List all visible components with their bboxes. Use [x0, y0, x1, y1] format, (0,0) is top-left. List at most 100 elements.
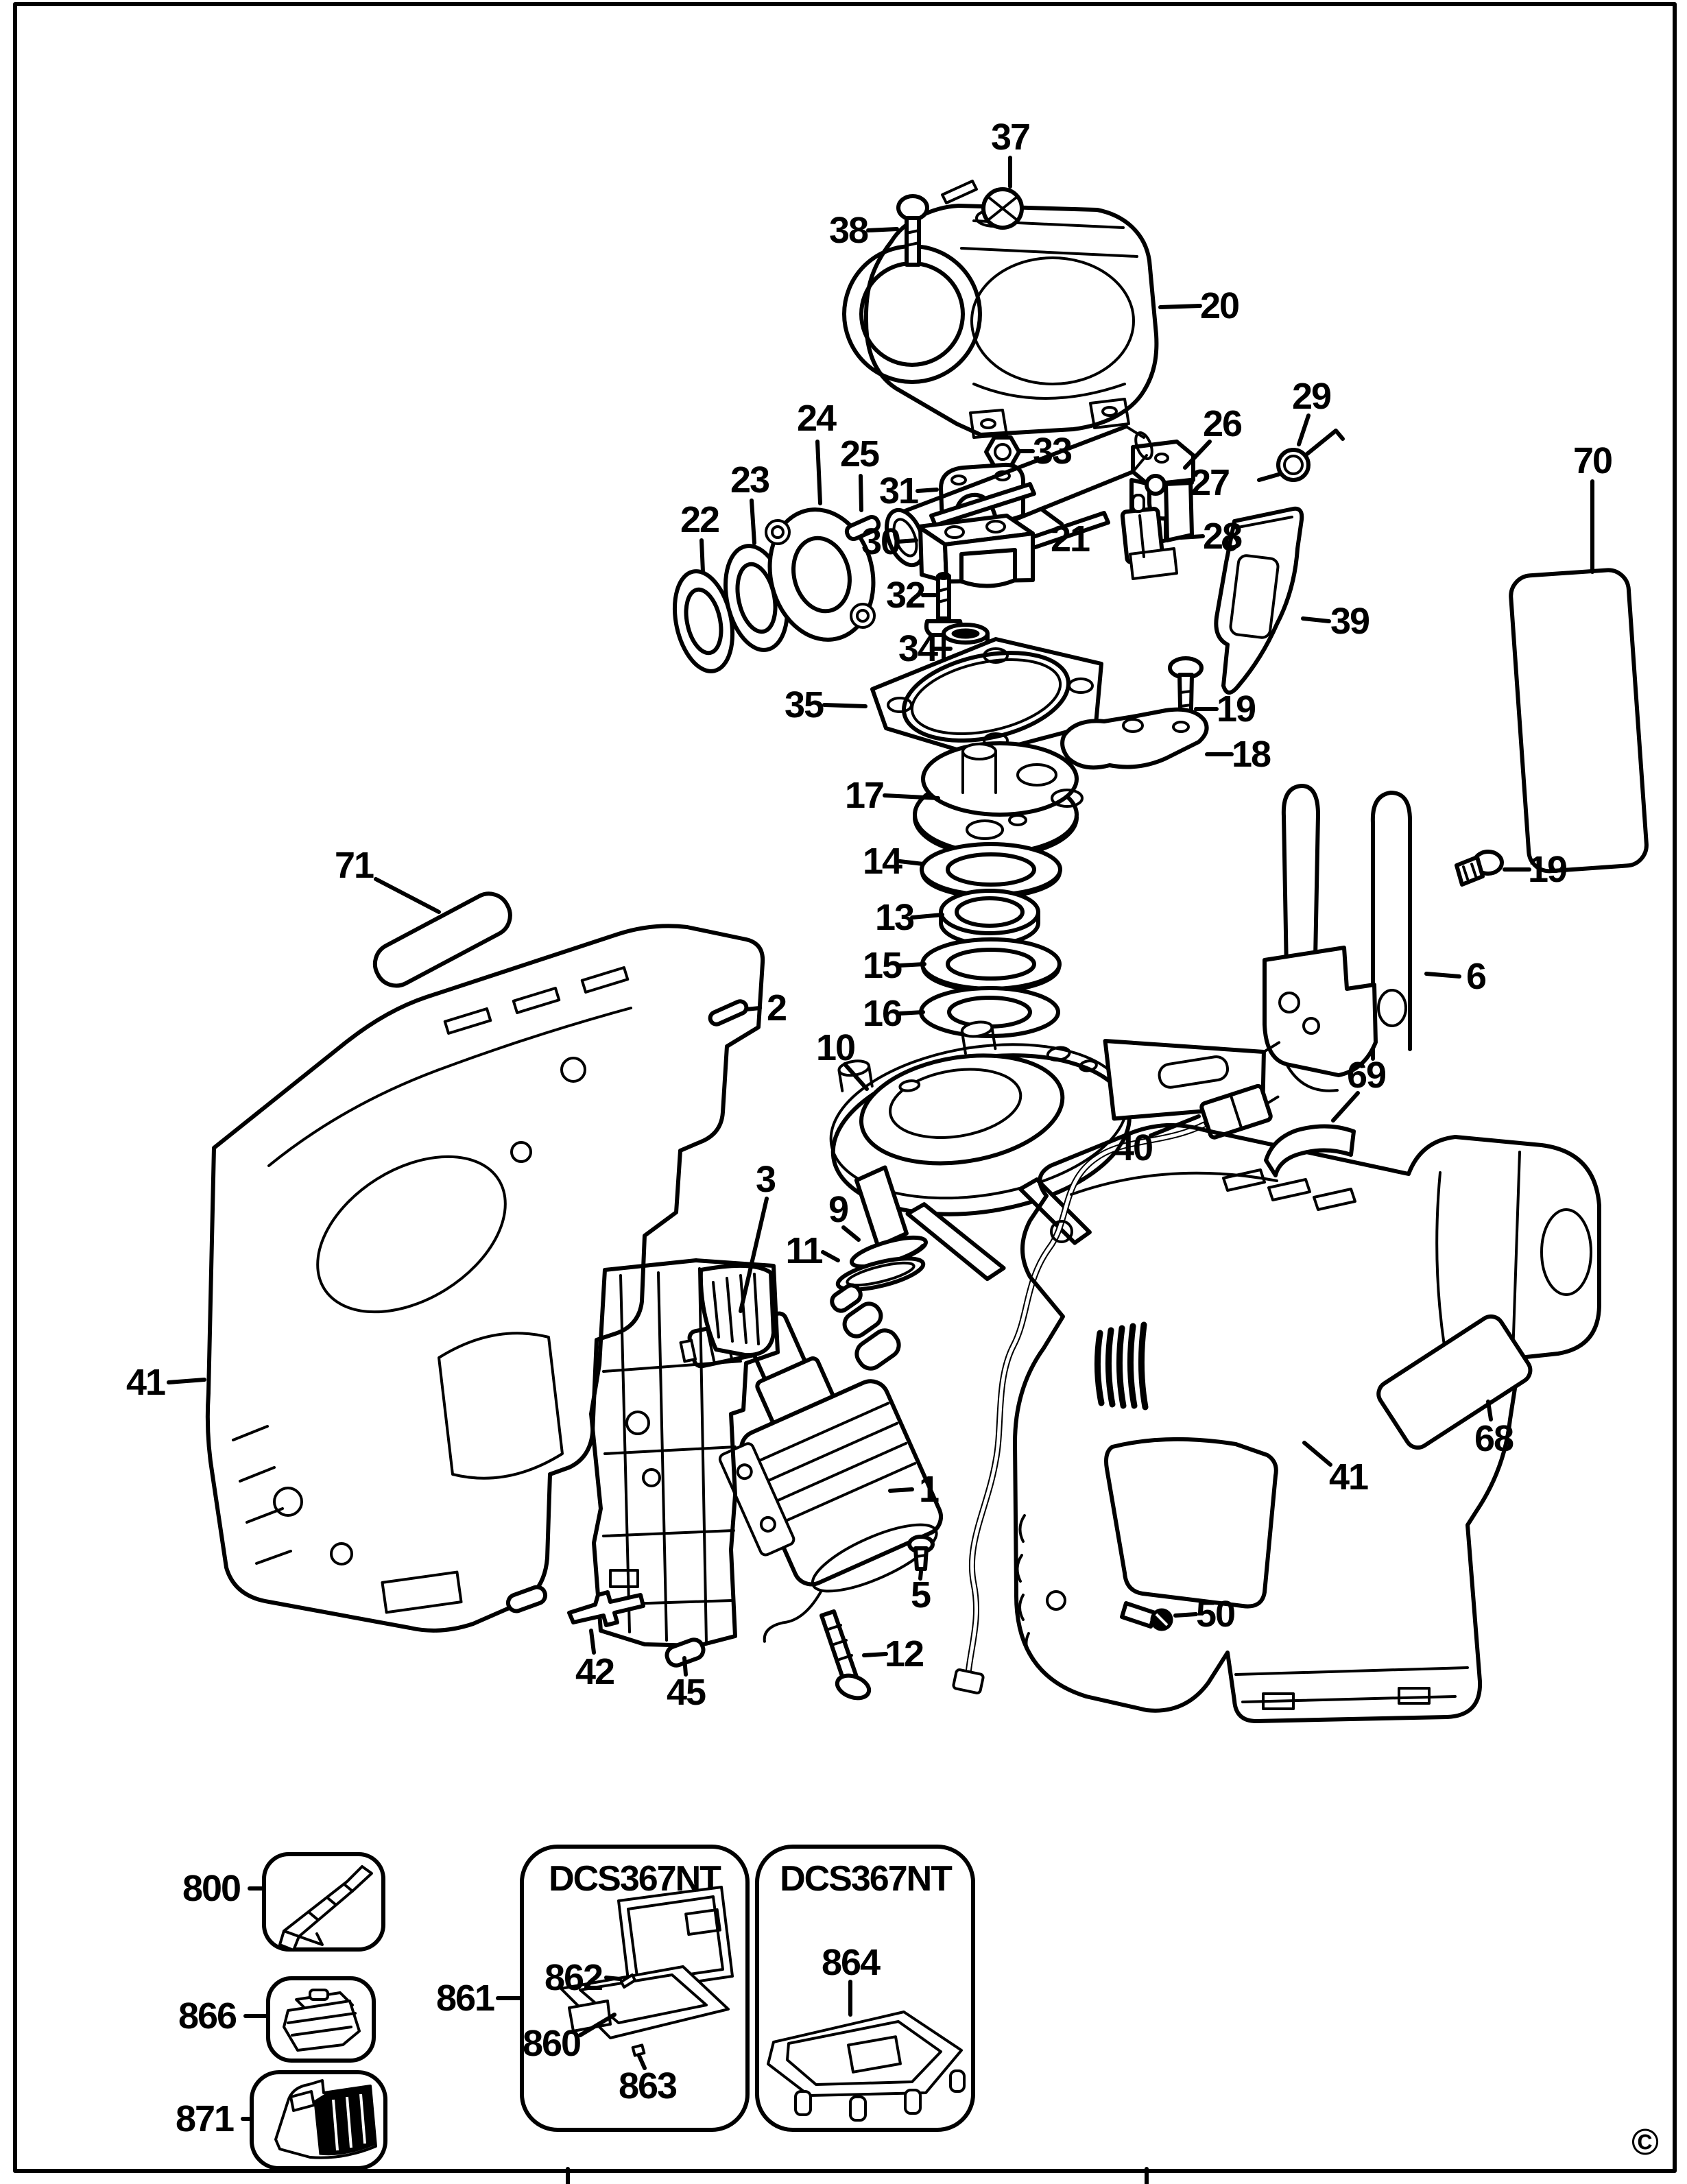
part-label-45: 45	[667, 1672, 706, 1713]
leader-line-69	[1331, 1091, 1360, 1123]
part-label-15: 15	[863, 945, 902, 986]
leader-line-16	[898, 1010, 925, 1016]
part-20-gear-housing	[842, 204, 1159, 439]
part-label-19: 19	[1528, 849, 1567, 890]
part-label-6: 6	[1466, 956, 1486, 997]
part-69-label-sticker	[1264, 1124, 1356, 1177]
part-6-shoe-bracket	[1263, 784, 1412, 1092]
part-label-860: 860	[523, 2023, 580, 2064]
part-label-35: 35	[785, 684, 824, 725]
leader-line-17	[883, 793, 940, 800]
part-label-20: 20	[1200, 285, 1239, 326]
part-label-19: 19	[1217, 688, 1256, 730]
leader-line-862	[604, 1976, 622, 1981]
leader-line-29	[1297, 413, 1311, 446]
leader-line-41	[167, 1378, 206, 1384]
saw-blade-icon	[278, 1865, 373, 1952]
leader-line-45	[682, 1656, 688, 1677]
leader-line-27	[1164, 481, 1194, 486]
part-2-pin	[708, 999, 749, 1027]
part-label-14: 14	[863, 841, 902, 882]
part-28-blade-latch	[1120, 494, 1178, 580]
leader-line-50	[1173, 1612, 1198, 1618]
part-33-nut	[984, 435, 1021, 468]
leader-line-22	[699, 538, 705, 574]
battery-icon	[283, 1989, 361, 2052]
accessory-box-871	[250, 2070, 387, 2170]
leader-line-42	[589, 1629, 596, 1655]
part-label-9: 9	[828, 1189, 848, 1230]
leader-line-39	[1301, 616, 1331, 623]
part-71-label-sticker	[372, 891, 512, 988]
leader-line-38	[866, 227, 899, 232]
leader-line-68	[1486, 1400, 1493, 1421]
part-38-screw	[896, 194, 929, 267]
accessory-box-800	[262, 1852, 385, 1952]
part-label-862: 862	[545, 1957, 602, 1998]
leader-line-71	[374, 877, 441, 914]
battery-pack-icon	[274, 2079, 377, 2159]
part-label-27: 27	[1191, 462, 1229, 503]
part-label-38: 38	[829, 210, 868, 251]
part-label-861: 861	[436, 1978, 494, 2019]
leader-line-12	[862, 1652, 888, 1657]
part-label-1: 1	[919, 1469, 939, 1510]
motor-pinion-shaft	[830, 1283, 901, 1371]
part-50-screw	[1120, 1601, 1173, 1631]
part-11-washer	[835, 1256, 926, 1292]
leader-line-24	[815, 440, 822, 505]
part-label-33: 33	[1033, 431, 1072, 472]
part-27-o-ring	[1145, 474, 1166, 496]
part-label-18: 18	[1232, 734, 1271, 775]
leader-line-1	[888, 1487, 914, 1493]
part-18-clamp-plate	[1060, 707, 1209, 770]
leader-line-20	[1158, 304, 1202, 309]
footer-table-ticks	[566, 2167, 1149, 2184]
part-1-motor	[718, 1311, 943, 1643]
part-label-26: 26	[1203, 403, 1242, 444]
part-label-10: 10	[816, 1027, 854, 1068]
part-label-42: 42	[575, 1651, 614, 1692]
page-border	[13, 2, 1677, 2173]
leader-line-3	[739, 1197, 769, 1313]
part-label-21: 21	[1051, 518, 1090, 560]
part-5-bolt	[907, 1535, 935, 1571]
leader-line-2	[744, 1006, 762, 1011]
part-label-41: 41	[1329, 1456, 1368, 1498]
leader-line-863	[637, 2054, 647, 2070]
part-35-gasket	[870, 637, 1103, 758]
leader-line-10	[843, 1062, 869, 1091]
part-25-pin	[844, 514, 881, 542]
leader-line-14	[898, 859, 925, 866]
part-40-wire-harness	[952, 1083, 1273, 1694]
part-label-50: 50	[1196, 1594, 1234, 1635]
part-label-41: 41	[126, 1362, 165, 1403]
part-label-2: 2	[767, 987, 786, 1029]
part-label-866: 866	[178, 1995, 237, 2037]
leader-line-9	[841, 1225, 861, 1242]
kit-box-1: DCS367NT	[520, 1845, 750, 2132]
leader-line-28	[1179, 534, 1205, 540]
part-label-40: 40	[1114, 1127, 1152, 1168]
part-37-thumb-screw	[941, 180, 1024, 230]
part-label-800: 800	[182, 1868, 240, 1909]
part-19-screw-right	[1455, 850, 1504, 887]
kitbox-tray-icon	[767, 2011, 966, 2122]
part-label-71: 71	[335, 845, 374, 886]
part-label-863: 863	[619, 2065, 677, 2107]
leader-line-860	[578, 2013, 617, 2037]
switch-frame-assembly	[589, 1258, 780, 1648]
leader-line-5	[918, 1570, 923, 1581]
part-label-3: 3	[756, 1159, 776, 1200]
part-label-37: 37	[991, 117, 1029, 158]
part-22-washer	[672, 569, 735, 673]
part-label-864: 864	[822, 1942, 881, 1983]
part-label-5: 5	[911, 1574, 931, 1616]
part-41-housing-right	[1013, 1123, 1601, 1723]
leader-line-40	[1149, 1114, 1201, 1138]
leader-line-11	[821, 1250, 840, 1262]
part-17-counterweight-cam	[913, 741, 1084, 858]
leader-line-21	[1039, 507, 1064, 526]
